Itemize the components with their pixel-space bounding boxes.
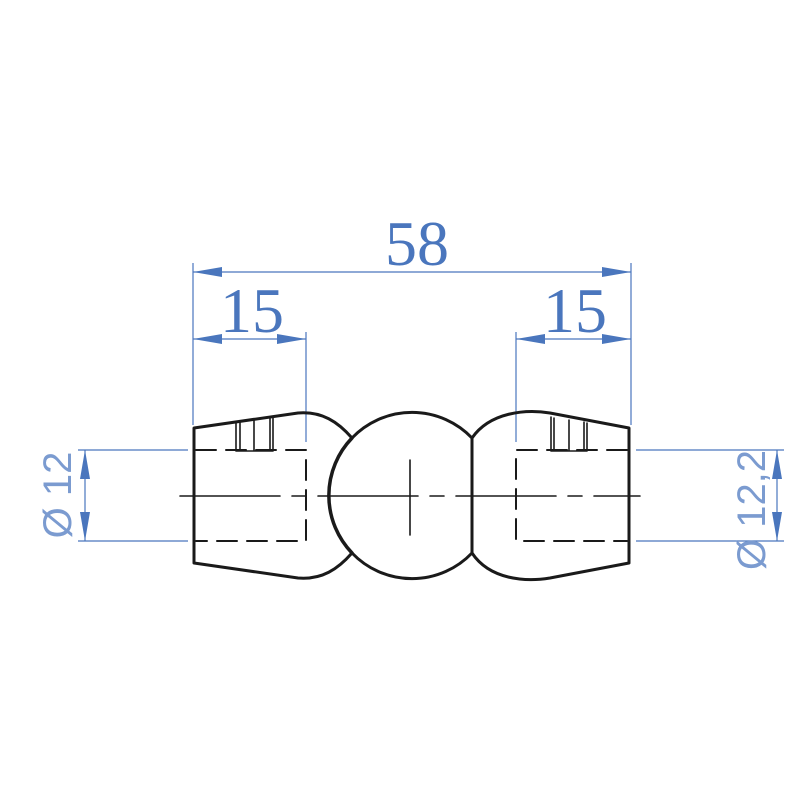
right-sleeve-outline <box>470 410 631 582</box>
center-ball-outline <box>350 410 474 581</box>
dimension-left-diameter: Ø 12 <box>36 449 188 542</box>
dimension-label-dia-12-2: Ø 12,2 <box>730 450 774 570</box>
left-set-screw <box>235 416 274 452</box>
dimension-left-depth: 15 <box>193 275 307 442</box>
dimension-label-58: 58 <box>385 208 449 279</box>
dimension-overall-length: 58 <box>192 208 632 425</box>
dimension-right-diameter: Ø 12,2 <box>636 449 784 570</box>
left-sleeve-outline <box>192 411 354 580</box>
dimension-label-right-15: 15 <box>543 275 607 346</box>
dimension-label-dia-12: Ø 12 <box>36 452 80 539</box>
right-set-screw <box>550 416 588 452</box>
dimension-label-left-15: 15 <box>220 275 284 346</box>
dimension-right-depth: 15 <box>515 275 631 442</box>
part-geometry <box>179 410 641 582</box>
